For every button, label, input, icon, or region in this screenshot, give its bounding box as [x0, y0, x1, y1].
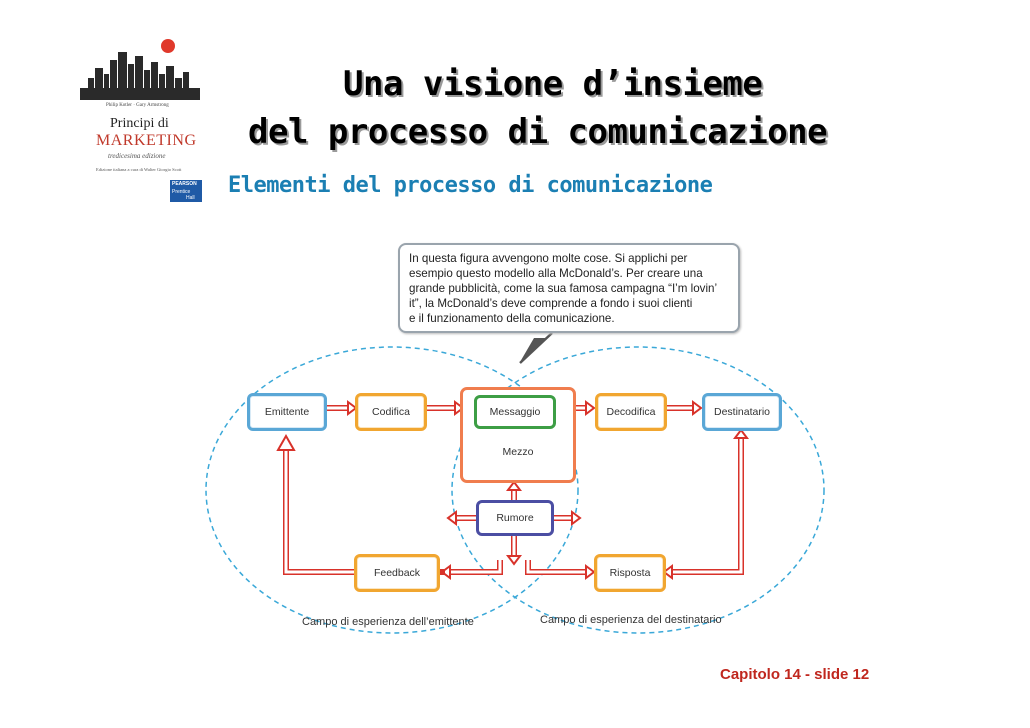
cover-italian-edition: Edizione italiana a cura di Walter Giorg…	[96, 167, 182, 172]
callout-line: In questa figura avvengono molte cose. S…	[409, 252, 688, 265]
callout-line: grande pubblicità, come la sua famosa ca…	[409, 282, 718, 295]
arrow-codifica-messaggio	[427, 400, 465, 416]
arrow-feedback-emittente	[276, 433, 354, 575]
arrow-rumore-down	[506, 536, 522, 566]
node-emittente: Emittente	[247, 393, 327, 431]
node-decodifica: Decodifica	[595, 393, 667, 431]
callout-line: esempio questo modello alla McDonald’s. …	[409, 267, 703, 280]
city-skyline-image	[80, 39, 200, 100]
node-rumore: Rumore	[476, 500, 554, 536]
node-codifica: Codifica	[355, 393, 427, 431]
slide-subtitle: Elementi del processo di comunicazione	[228, 173, 713, 198]
cover-authors: Philip Kotler · Gary Armstrong	[106, 103, 169, 108]
publisher-logo: PEARSON Prentice Hall	[170, 180, 202, 202]
arrow-destinatario-risposta	[662, 428, 749, 580]
node-risposta: Risposta	[594, 554, 666, 592]
node-feedback: Feedback	[354, 554, 440, 592]
callout-box: In questa figura avvengono molte cose. S…	[398, 243, 740, 333]
slide-title-line2: del processo di comunicazione	[248, 112, 828, 152]
arrow-decodifica-destinatario	[667, 400, 703, 416]
ellipse-emittente	[205, 346, 579, 634]
callout-line: e il funzionamento della comunicazione.	[409, 312, 615, 325]
cover-edition: tredicesima edizione	[108, 152, 166, 160]
arrow-rumore-branches	[440, 560, 596, 580]
slide-footer: Capitolo 14 - slide 12	[720, 666, 870, 683]
mezzo-label: Mezzo	[502, 446, 534, 458]
node-messaggio: Messaggio	[474, 395, 556, 429]
publisher-line2: Prentice	[172, 189, 191, 195]
cover-title-line2: MARKETING	[96, 132, 197, 149]
ellipse-destinatario	[451, 346, 825, 634]
publisher-line1: PEARSON	[172, 181, 197, 187]
label-campo-emittente: Campo di esperienza dell’emittente	[302, 616, 474, 628]
node-destinatario: Destinatario	[702, 393, 782, 431]
slide-title-line1: Una visione d’insieme	[343, 64, 763, 104]
label-campo-destinatario: Campo di esperienza del destinatario	[540, 614, 722, 626]
book-cover: Philip Kotler · Gary Armstrong Principi …	[70, 38, 208, 206]
callout-line: it”, la McDonald’s deve comprende a fond…	[409, 297, 693, 310]
publisher-line3: Hall	[186, 195, 195, 201]
arrow-emittente-codifica	[327, 400, 358, 416]
cover-title-line1: Principi di	[110, 116, 169, 131]
arrow-rumore-up	[506, 480, 522, 500]
